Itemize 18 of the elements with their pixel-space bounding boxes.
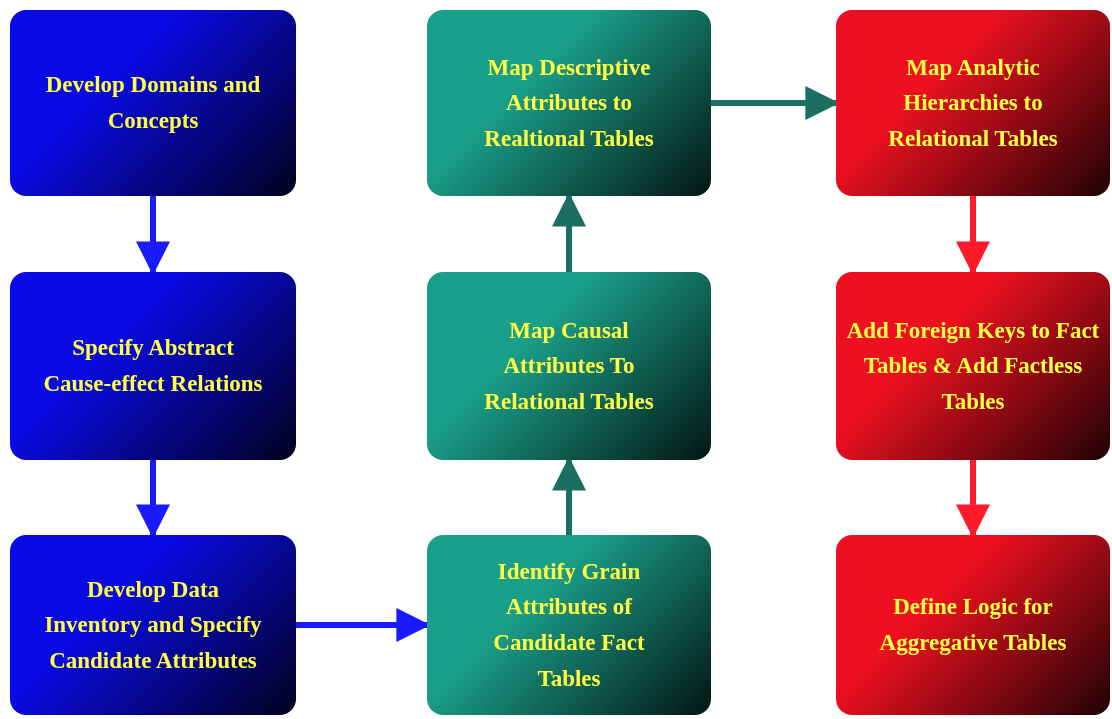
step-text: Map Descriptive Attributes to Realtional Tables bbox=[483, 53, 655, 153]
process-box bbox=[836, 272, 1110, 460]
process-box bbox=[10, 272, 296, 460]
step-text: Develop Domains and Concepts bbox=[44, 71, 262, 135]
step-text: Add Foreign Keys to Fact Tables & Add Factless Tables bbox=[845, 316, 1101, 416]
process-box bbox=[427, 535, 711, 715]
process-box bbox=[10, 535, 296, 715]
step-text: Define Logic for Aggregative Tables bbox=[878, 593, 1068, 657]
step-text: Identify Grain Attributes of Candidate Fact Tables bbox=[492, 557, 646, 693]
process-box bbox=[427, 272, 711, 460]
process-box bbox=[836, 535, 1110, 715]
process-box bbox=[836, 10, 1110, 196]
step-text: Develop Data Inventory and Specify Candidate Attributes bbox=[43, 575, 263, 675]
step-text: Specify Abstract Cause-effect Relations bbox=[42, 334, 264, 398]
step-text: Map Causal Attributes To Relational Tables bbox=[483, 316, 655, 416]
step-text: Map Analytic Hierarchies to Relational Tables bbox=[887, 53, 1059, 153]
process-box bbox=[10, 10, 296, 196]
process-box bbox=[427, 10, 711, 196]
